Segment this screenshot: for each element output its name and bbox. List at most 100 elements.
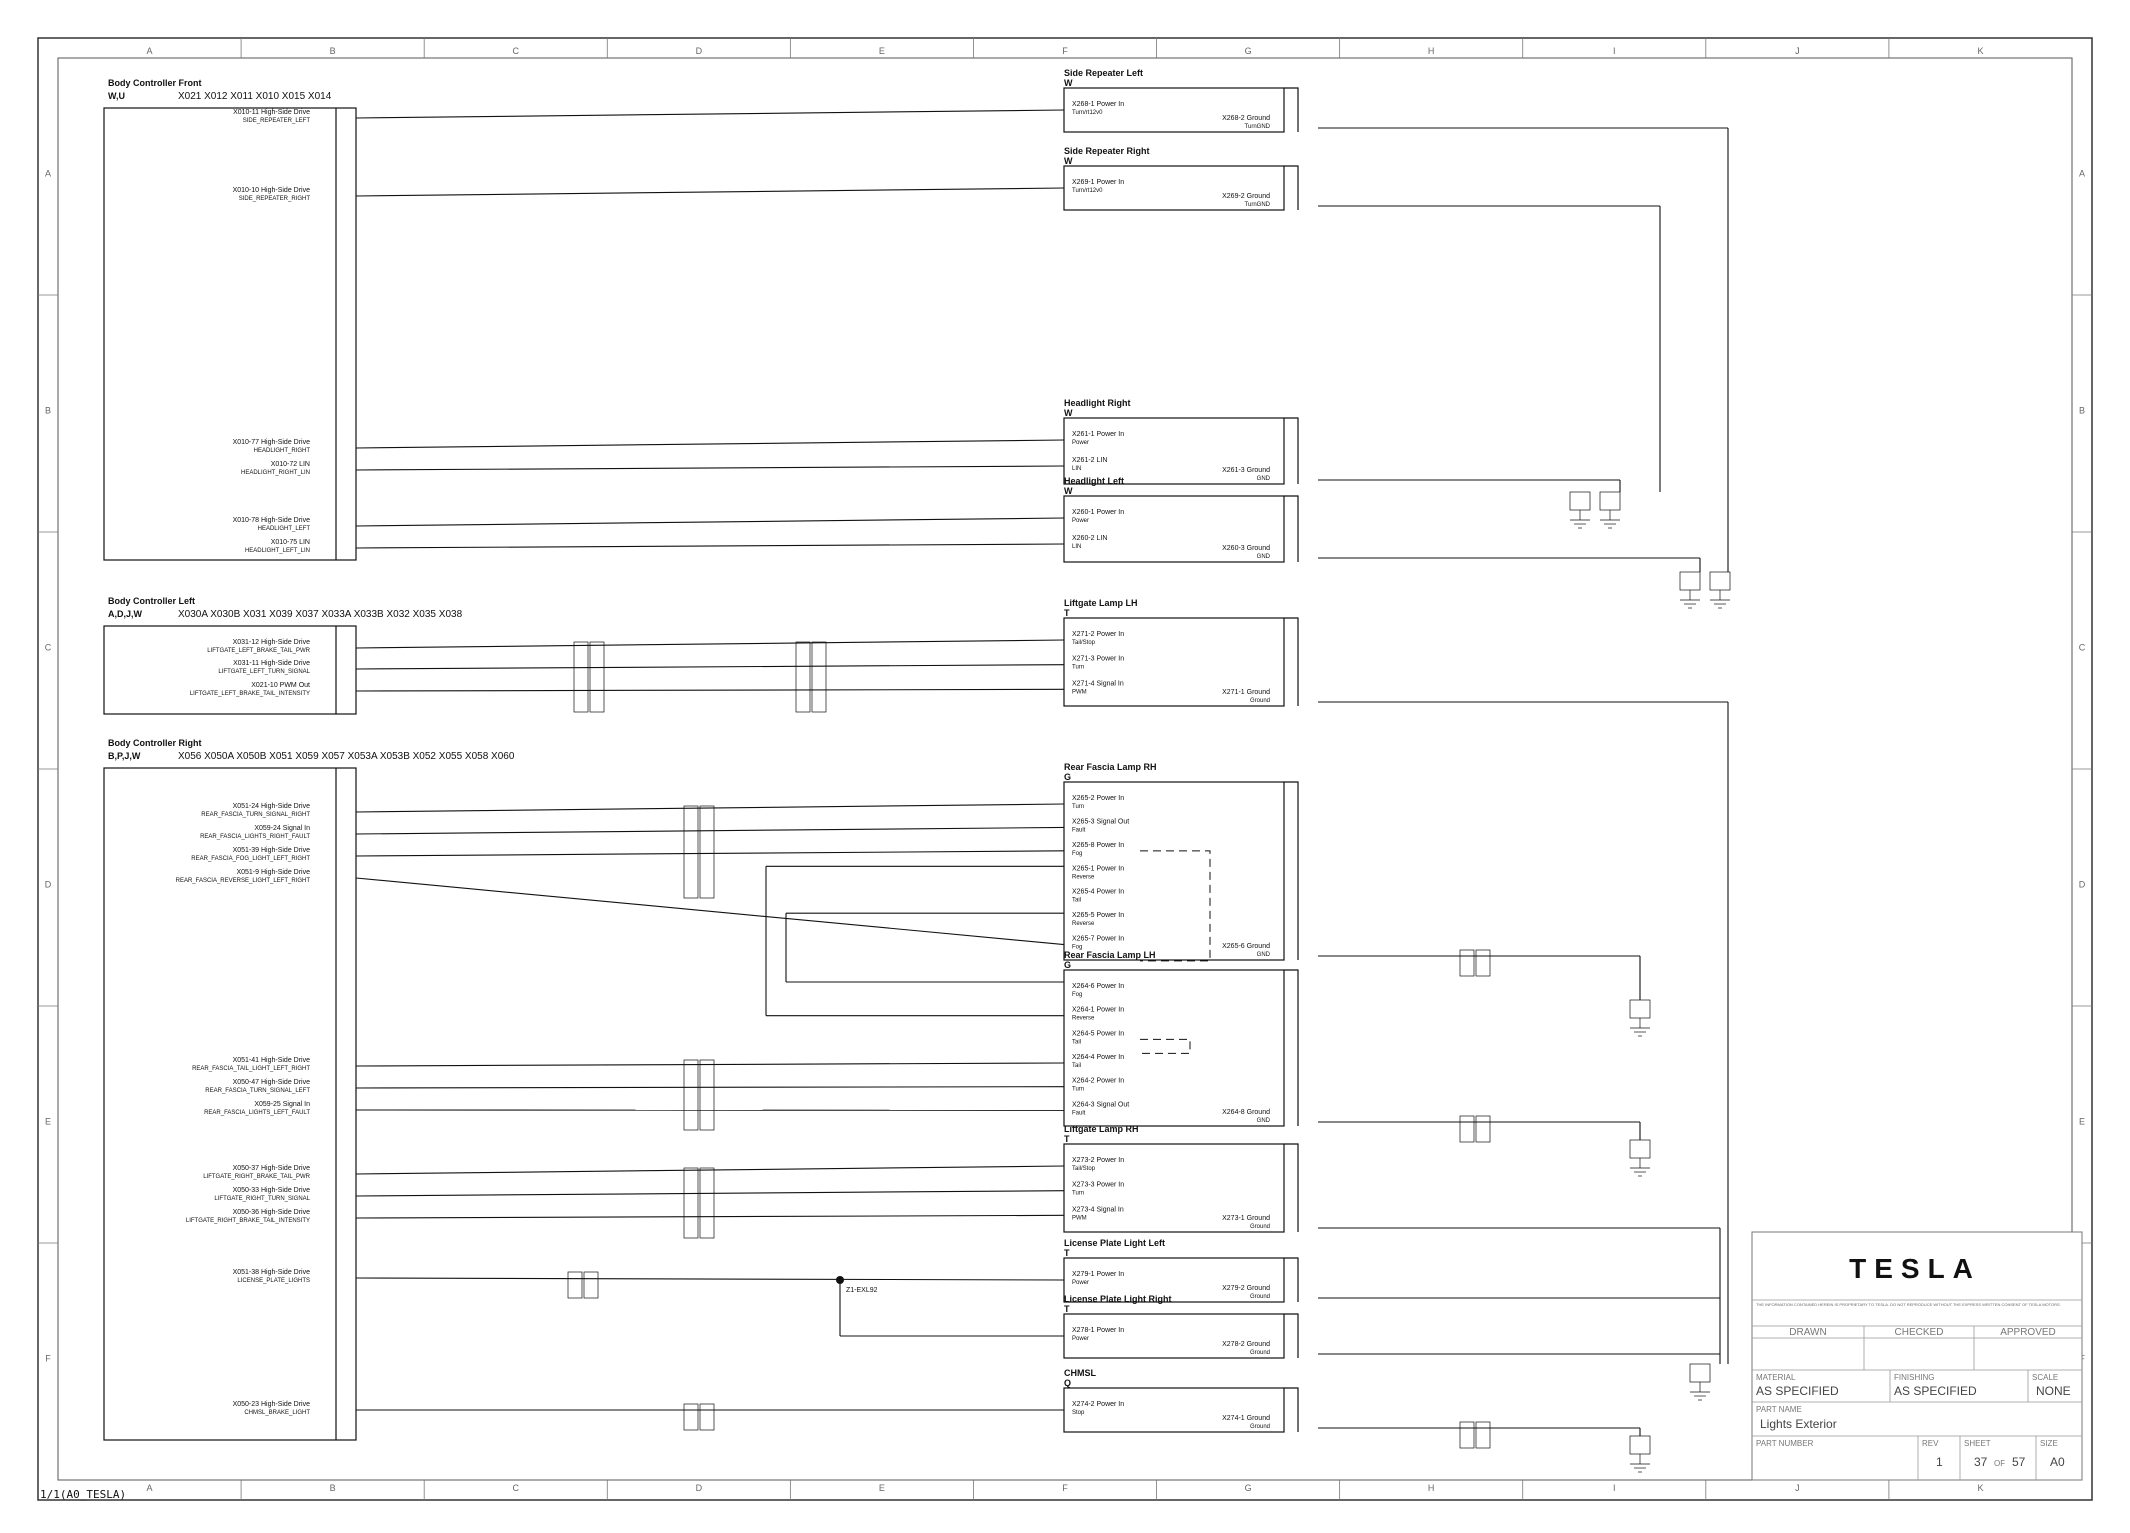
ground-pin-label: X273-1 Ground xyxy=(1222,1215,1270,1222)
pin-signal: HEADLIGHT_RIGHT_LIN xyxy=(241,470,310,476)
zone-marker-top: H xyxy=(1428,46,1435,56)
wire-rear-fascia-lh xyxy=(355,1086,1065,1089)
material-label: MATERIAL xyxy=(1756,1373,1796,1382)
pin-label: X050-36 High-Side Drive xyxy=(233,1209,311,1216)
inline-connector-x954 xyxy=(567,1271,583,1299)
inline-connector-x970 xyxy=(1475,1421,1491,1449)
ground-box xyxy=(1679,571,1701,591)
component-harness: T xyxy=(1064,1248,1070,1258)
pin-label: X059-24 Signal In xyxy=(254,825,310,832)
wire-rear-fascia-rh xyxy=(355,826,1065,835)
component-pin-label: X269-1 Power In xyxy=(1072,179,1124,186)
wire-liftgate-rh xyxy=(355,1190,1065,1197)
component-pin-label: X274-2 Power In xyxy=(1072,1401,1124,1408)
component-pin-function: Tail xyxy=(1072,1063,1081,1069)
pin-label: X051-41 High-Side Drive xyxy=(233,1057,311,1064)
pin-label: X010-77 High-Side Drive xyxy=(233,439,311,446)
controller-box xyxy=(103,767,357,1441)
internal-jumper xyxy=(1140,850,1211,962)
inline-connector-x949 xyxy=(683,1059,699,1131)
ground-pin-function: Ground xyxy=(1250,1424,1270,1430)
footer-ref: 1/1(A0_TESLA) xyxy=(40,1488,126,1501)
pin-signal: LIFTGATE_RIGHT_BRAKE_TAIL_PWR xyxy=(203,1174,310,1180)
ground-pin-function: TurnGND xyxy=(1245,202,1271,208)
pin-signal: SIDE_REPEATER_LEFT xyxy=(243,118,311,124)
pin-signal: LIFTGATE_RIGHT_TURN_SIGNAL xyxy=(214,1196,310,1202)
pin-signal: REAR_FASCIA_TURN_SIGNAL_RIGHT xyxy=(201,812,310,818)
component-pin-function: Fog xyxy=(1072,851,1082,857)
component-connector xyxy=(1284,87,1299,132)
wire-rear-fascia-rh xyxy=(355,877,1065,946)
ground-pin-label: X261-3 Ground xyxy=(1222,467,1270,474)
component-outline xyxy=(1063,969,1285,1127)
component-pin-label: X264-1 Power In xyxy=(1072,1007,1124,1014)
zone-marker-top: B xyxy=(330,46,336,56)
ground-box xyxy=(1629,1435,1651,1455)
ground-box xyxy=(1629,999,1651,1019)
wire-rear-fascia-rh xyxy=(355,850,1065,857)
component-pin-label: X265-1 Power In xyxy=(1072,865,1124,872)
component-pin-function: Stop xyxy=(1072,1410,1085,1416)
ground-g012 xyxy=(1599,491,1621,529)
controller-harness: W,U xyxy=(108,91,125,101)
ground-box xyxy=(1689,1363,1711,1383)
ground-box xyxy=(1569,491,1591,511)
ground-pin-label: X274-1 Ground xyxy=(1222,1415,1270,1422)
pin-signal: LIFTGATE_LEFT_TURN_SIGNAL xyxy=(218,669,310,675)
pin-label: X050-23 High-Side Drive xyxy=(233,1401,311,1408)
component-title: Liftgate Lamp RH xyxy=(1064,1124,1139,1134)
zone-marker-top: J xyxy=(1795,46,1800,56)
inline-connector-x949 xyxy=(1459,949,1475,977)
ground-pin-label: X278-2 Ground xyxy=(1222,1341,1270,1348)
ground-pin-function: GND xyxy=(1257,952,1271,958)
ground-pin-label: X269-2 Ground xyxy=(1222,193,1270,200)
checked-label: CHECKED xyxy=(1895,1327,1944,1338)
component-pin-function: Turn xyxy=(1072,1087,1084,1093)
component-pin-label: X273-4 Signal In xyxy=(1072,1206,1124,1213)
wire-liftgate-lh xyxy=(355,688,1065,692)
part-name-label: PART NAME xyxy=(1756,1405,1802,1414)
component-pin-function: Power xyxy=(1072,1280,1089,1286)
zone-marker-bottom: C xyxy=(512,1483,519,1493)
title-block: TESLA THE INFORMATION CONTAINED HEREIN I… xyxy=(1751,1231,2083,1481)
wire-headlight-left-lin xyxy=(355,543,1065,549)
component-connector xyxy=(1284,1257,1299,1302)
wires-layer xyxy=(355,109,1731,1473)
controller-connectors: X056 X050A X050B X051 X059 X057 X053A X0… xyxy=(178,751,515,762)
pin-signal: REAR_FASCIA_TAIL_LIGHT_LEFT_RIGHT xyxy=(192,1066,310,1072)
zone-marker-right: A xyxy=(2079,169,2085,179)
ground-pin-label: X264-8 Ground xyxy=(1222,1109,1270,1116)
zone-marker-top: F xyxy=(1062,46,1068,56)
ground-pin-label: X260-3 Ground xyxy=(1222,545,1270,552)
part-name-value: Lights Exterior xyxy=(1760,1417,1837,1431)
pin-label: X010-10 High-Side Drive xyxy=(233,187,311,194)
component-pin-function: Turn xyxy=(1072,665,1084,671)
component-harness: W xyxy=(1064,156,1073,166)
component-pin-label: X273-3 Power In xyxy=(1072,1182,1124,1189)
inline-connector-x954 xyxy=(583,1271,599,1299)
component-title: CHMSL xyxy=(1064,1368,1096,1378)
zone-marker-bottom: A xyxy=(147,1483,153,1493)
component-connector xyxy=(1284,617,1299,706)
zone-marker-bottom: G xyxy=(1245,1483,1252,1493)
zone-marker-bottom: D xyxy=(696,1483,703,1493)
component-title: Liftgate Lamp LH xyxy=(1064,598,1138,608)
component-connector xyxy=(1284,1313,1299,1358)
component-harness: W xyxy=(1064,408,1073,418)
zone-marker-top: C xyxy=(512,46,519,56)
zone-marker-left: C xyxy=(45,643,52,653)
zone-marker-bottom: B xyxy=(330,1483,336,1493)
zone-marker-bottom: H xyxy=(1428,1483,1435,1493)
wire-rear-fascia-lh xyxy=(355,1062,1065,1067)
ground-box xyxy=(1709,571,1731,591)
component-connector xyxy=(1284,417,1299,484)
pin-label: X010-75 LIN xyxy=(271,539,310,546)
pin-signal: SIDE_REPEATER_RIGHT xyxy=(239,196,311,202)
size-value: A0 xyxy=(2050,1455,2065,1469)
wire-headlight-right-power xyxy=(355,439,1065,449)
